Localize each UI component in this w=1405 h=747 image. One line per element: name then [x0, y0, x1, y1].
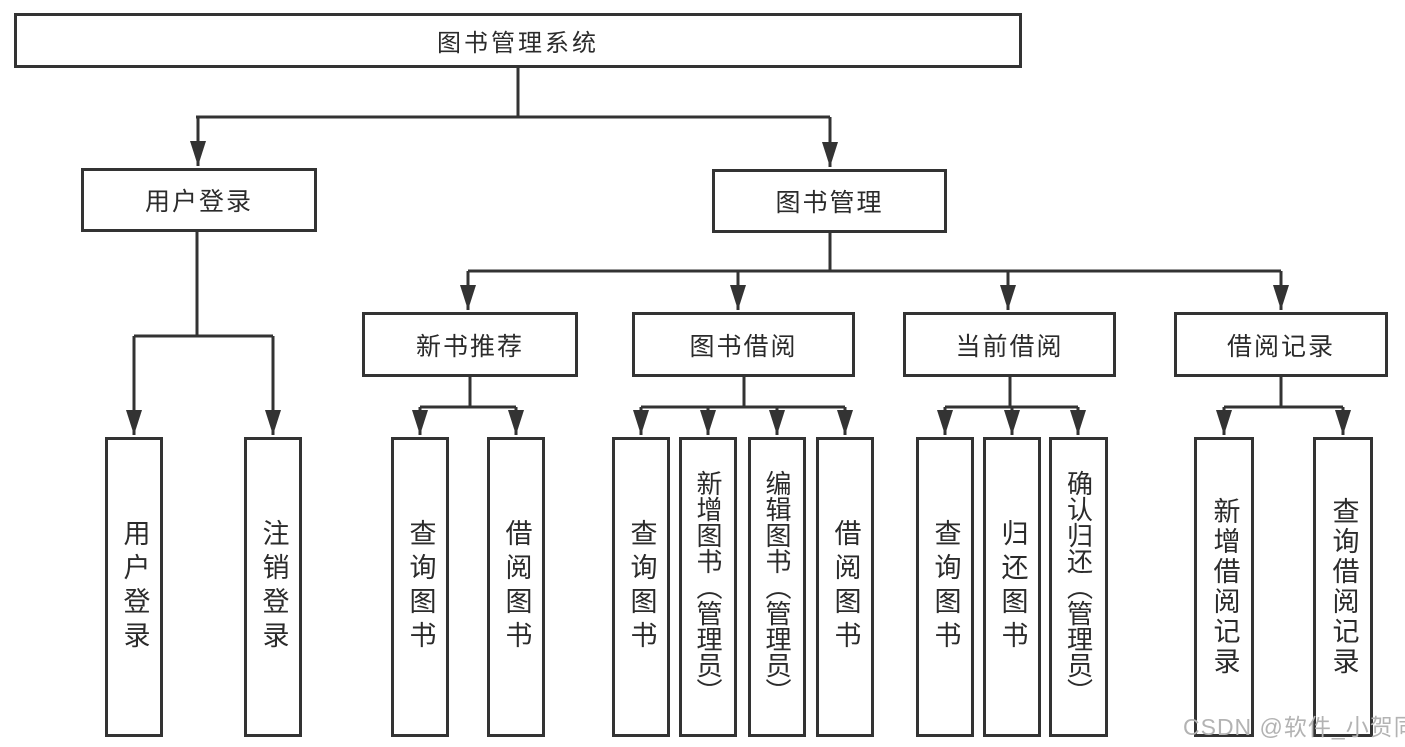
leaf-records-add-borrow-record: 新增借阅记录: [1194, 437, 1254, 737]
leaf-user-login: 用户登录: [105, 437, 163, 737]
node-user-login: 用户登录: [81, 168, 317, 232]
leaf-current-query-books: 查询图书: [916, 437, 974, 737]
leaf-current-return-books: 归还图书: [983, 437, 1041, 737]
node-book-management: 图书管理: [712, 169, 947, 233]
leaf-borrow-borrow-books: 借阅图书: [816, 437, 874, 737]
node-book-borrow: 图书借阅: [632, 312, 855, 377]
leaf-newbook-query-books: 查询图书: [391, 437, 449, 737]
leaf-borrow-edit-books-admin: 编辑图书（管理员）: [748, 437, 806, 737]
leaf-borrow-query-books: 查询图书: [612, 437, 670, 737]
leaf-borrow-add-books-admin: 新增图书（管理员）: [679, 437, 737, 737]
leaf-current-confirm-return-admin: 确认归还（管理员）: [1049, 437, 1108, 737]
csdn-watermark: CSDN @软件_小贺同学: [1183, 714, 1405, 740]
node-current-borrow: 当前借阅: [903, 312, 1116, 377]
node-new-book-recommend: 新书推荐: [362, 312, 578, 377]
leaf-records-query-borrow-record: 查询借阅记录: [1313, 437, 1373, 737]
node-root-book-management-system: 图书管理系统: [14, 13, 1022, 68]
leaf-newbook-borrow-books: 借阅图书: [487, 437, 545, 737]
leaf-logout: 注销登录: [244, 437, 302, 737]
node-borrow-records: 借阅记录: [1174, 312, 1388, 377]
